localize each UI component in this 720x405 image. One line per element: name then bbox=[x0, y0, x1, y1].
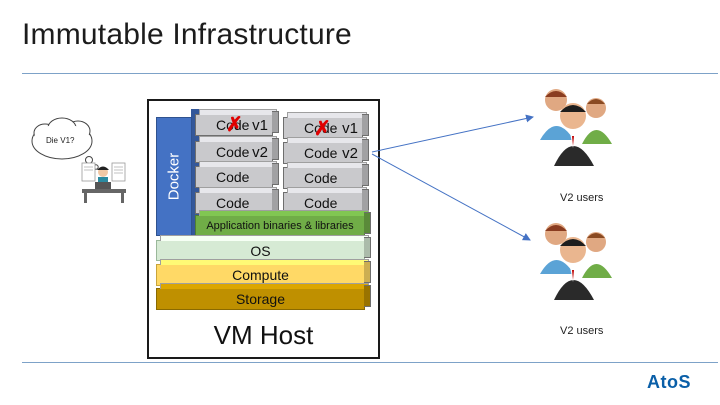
code-box: Code bbox=[195, 166, 273, 188]
top-divider bbox=[22, 73, 718, 74]
arrow-to-users-top bbox=[371, 114, 534, 153]
code-label: Code bbox=[304, 120, 338, 136]
version-label: v1 bbox=[342, 119, 358, 137]
storage-label: Storage bbox=[235, 291, 286, 307]
person-at-desk-icon bbox=[81, 162, 126, 203]
atos-logo: AtoS bbox=[647, 372, 691, 392]
bottom-divider bbox=[22, 362, 718, 363]
code-label: Code bbox=[304, 145, 338, 161]
code-label: Code bbox=[304, 195, 338, 211]
compute-label: Compute bbox=[232, 267, 289, 283]
docker-bar bbox=[156, 117, 192, 236]
storage-layer: Storage bbox=[156, 288, 365, 310]
version-label: v2 bbox=[252, 143, 268, 161]
users-label: V2 users bbox=[560, 192, 604, 204]
version-label: v1 bbox=[252, 116, 268, 134]
thought-bubble-text: Die V1? bbox=[46, 136, 75, 145]
thought-cloud bbox=[31, 117, 99, 170]
code-label: Code bbox=[216, 117, 250, 133]
code-box: Code v1 ✗ bbox=[195, 114, 273, 136]
version-label: v2 bbox=[342, 144, 358, 162]
users-label: V2 users bbox=[560, 325, 604, 337]
code-box: Code v2 bbox=[195, 141, 273, 163]
code-label: Code bbox=[216, 195, 250, 211]
arrow-to-users-bottom bbox=[371, 153, 531, 241]
strike-x-icon: ✗ bbox=[314, 118, 331, 140]
code-label: Code bbox=[304, 170, 338, 186]
os-label: OS bbox=[250, 242, 271, 259]
vm-host-label: VM Host bbox=[213, 320, 314, 350]
page-title: Immutable Infrastructure bbox=[22, 18, 352, 51]
code-label: Code bbox=[216, 169, 250, 185]
code-label: Code bbox=[216, 144, 250, 160]
users-group-icon bbox=[540, 89, 612, 166]
code-box: Code bbox=[283, 192, 363, 214]
users-group-icon bbox=[540, 223, 612, 300]
code-box: Code v2 bbox=[283, 142, 363, 164]
app-binaries-label: Application binaries & libraries bbox=[206, 220, 354, 232]
strike-x-icon: ✗ bbox=[226, 114, 243, 136]
